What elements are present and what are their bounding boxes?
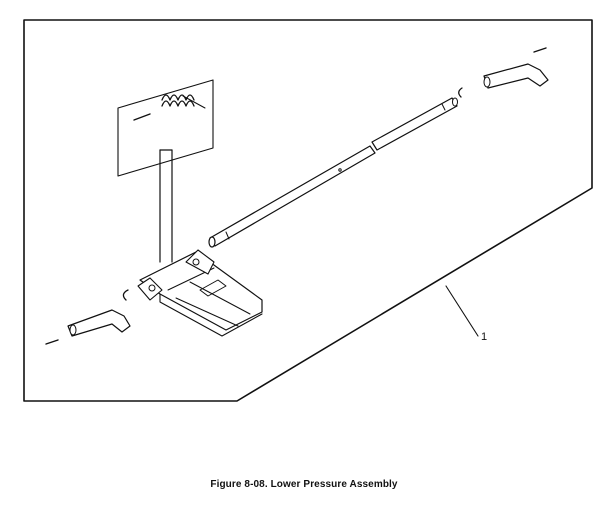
small-pin-right <box>533 47 547 53</box>
panel-outline <box>23 19 593 402</box>
spring-plate <box>117 79 214 177</box>
right-clip <box>458 87 463 98</box>
pressure-bracket <box>137 249 263 337</box>
callout-number: 1 <box>481 331 488 343</box>
small-pin-top <box>133 113 151 121</box>
figure-caption: Figure 8-08. Lower Pressure Assembly <box>210 479 398 490</box>
shaft <box>208 97 458 248</box>
left-clip <box>122 289 129 301</box>
callout-leader <box>445 285 479 337</box>
small-pin-left <box>45 339 59 345</box>
right-lever-arm <box>483 63 549 89</box>
left-lever-arm <box>67 309 131 337</box>
lever-stem <box>159 149 173 263</box>
spring <box>161 94 195 107</box>
